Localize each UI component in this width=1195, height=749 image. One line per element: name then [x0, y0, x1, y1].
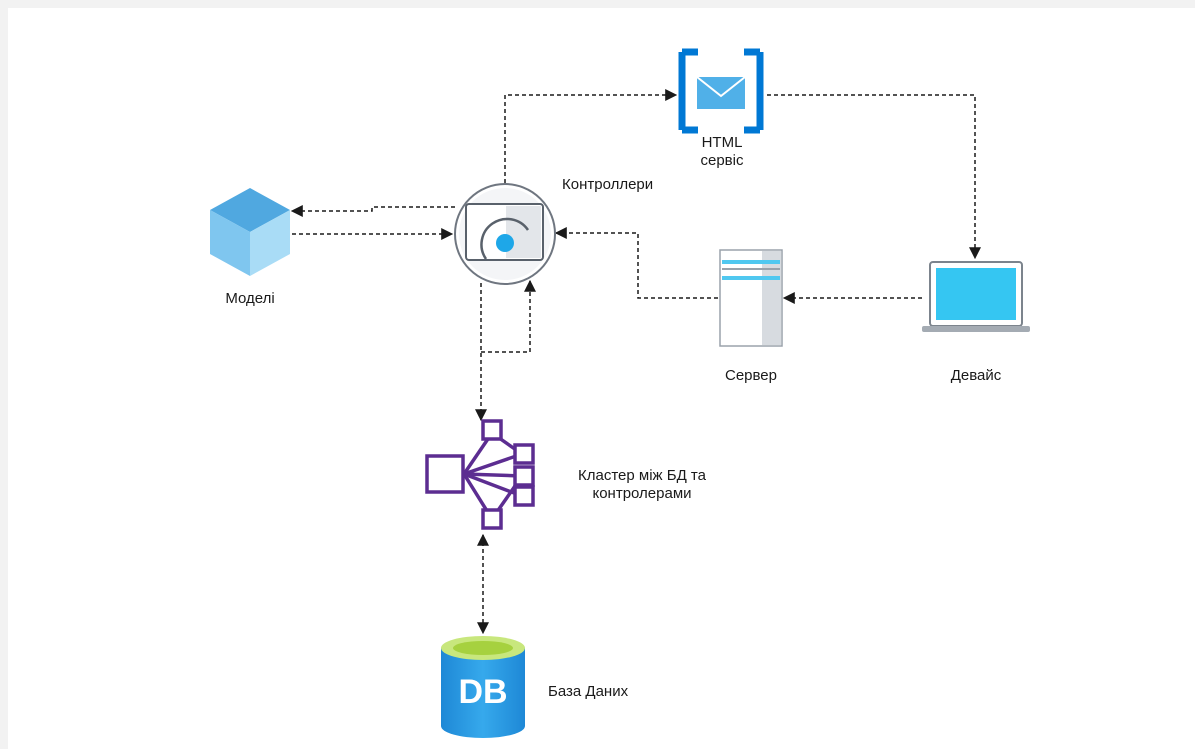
cluster-label-line2: контролерами [592, 485, 692, 502]
database-label: База Даних [548, 683, 629, 700]
edge-cluster-to-controllers [481, 279, 536, 353]
database-icon-text: DB [458, 673, 508, 711]
html-service-label-line2: сервіс [700, 152, 744, 169]
cluster-label: Кластер між БД та контролерами [554, 467, 730, 503]
edge-controllers-to-html-service [504, 89, 678, 183]
edge-controllers-to-models [290, 205, 455, 217]
mail-service-icon [678, 48, 764, 134]
database-icon [441, 636, 525, 738]
diagram-board [8, 8, 1195, 749]
html-service-label: HTML сервіс [680, 134, 764, 170]
controllers-label: Контроллери [562, 176, 654, 193]
cluster-icon [425, 419, 535, 530]
models-label: Моделі [225, 290, 275, 307]
laptop-icon [922, 261, 1030, 332]
edge-html-service-to-device [767, 94, 981, 260]
server-icon [719, 249, 783, 347]
server-label: Сервер [724, 367, 777, 384]
controller-icon [454, 183, 556, 285]
cluster-label-line1: Кластер між БД та [578, 467, 706, 484]
cube-icon [210, 188, 290, 276]
edge-server-to-controllers [554, 227, 718, 299]
device-label: Девайс [950, 367, 1002, 384]
html-service-label-line1: HTML [701, 134, 743, 151]
